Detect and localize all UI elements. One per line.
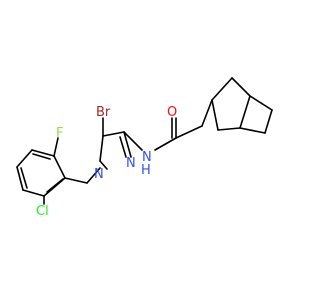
pyrazole-nitrogen-1-atom: N: [94, 167, 104, 182]
amide-nitrogen-atom: N: [142, 150, 152, 165]
molecule-drawing: O N H Br N N F Cl: [16, 77, 273, 219]
bonds: [16, 77, 273, 205]
structure-svg: O N H Br N N F Cl: [16, 77, 273, 219]
pyrazole-nitrogen-2-atom: N: [126, 156, 136, 171]
oxygen-atom: O: [167, 105, 177, 120]
fluorine-atom: F: [56, 126, 63, 141]
chlorine-atom: Cl: [36, 204, 49, 219]
amide-hydrogen-atom: H: [141, 163, 151, 178]
atom-labels: O N H Br N N F Cl: [36, 105, 177, 219]
bromine-atom: Br: [96, 105, 111, 120]
